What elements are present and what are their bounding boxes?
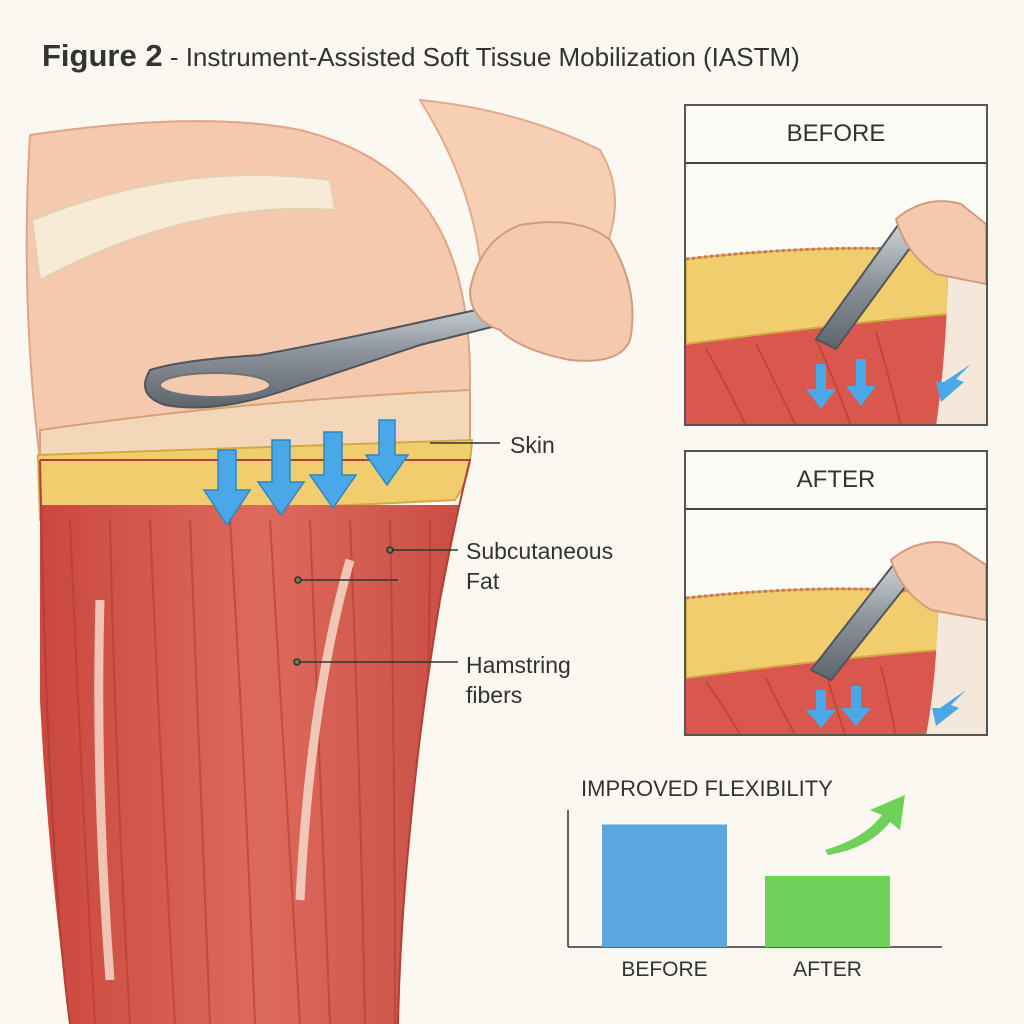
after-panel: AFTER bbox=[684, 450, 988, 736]
garment-band bbox=[30, 174, 337, 282]
before-panel: BEFORE bbox=[684, 104, 988, 426]
anatomy-illustration bbox=[25, 98, 634, 1024]
skin-layer bbox=[39, 388, 471, 461]
bar-after bbox=[765, 875, 890, 947]
before-panel-heading: BEFORE bbox=[686, 106, 986, 164]
label-subcutaneous-fat: Subcutaneous Fat bbox=[466, 538, 614, 594]
bar-before bbox=[602, 824, 727, 947]
figure-separator: - bbox=[162, 42, 186, 72]
leader-lines bbox=[293, 442, 500, 666]
back-skin bbox=[418, 98, 616, 261]
tendon-streaks bbox=[94, 558, 355, 981]
chart-title: IMPROVED FLEXIBILITY bbox=[581, 776, 833, 801]
tick-label-after: AFTER bbox=[793, 958, 862, 981]
after-panel-illustration bbox=[686, 541, 986, 734]
after-panel-heading: AFTER bbox=[686, 452, 986, 510]
pressure-arrows bbox=[202, 419, 410, 527]
figure-title-text: Instrument-Assisted Soft Tissue Mobiliza… bbox=[185, 42, 800, 72]
improvement-arrow-icon bbox=[825, 795, 905, 855]
figure-number: Figure 2 bbox=[42, 38, 163, 73]
leg-outline bbox=[39, 459, 472, 1024]
figure-title: Figure 2 - Instrument-Assisted Soft Tiss… bbox=[42, 38, 800, 74]
iastm-tool bbox=[144, 293, 547, 409]
flexibility-chart: BEFORE AFTER bbox=[567, 795, 942, 981]
label-hamstring-fibers: Hamstring fibers bbox=[466, 652, 571, 708]
hand bbox=[468, 221, 634, 362]
before-panel-illustration bbox=[686, 200, 986, 424]
label-skin: Skin bbox=[510, 432, 555, 458]
tick-label-before: BEFORE bbox=[621, 958, 707, 981]
